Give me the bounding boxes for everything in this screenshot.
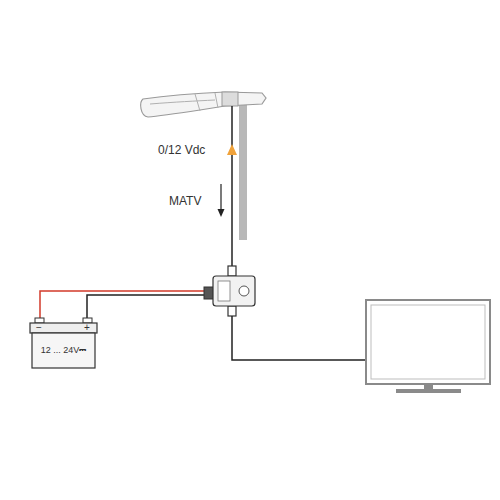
tv-frame bbox=[366, 300, 490, 384]
injector-label bbox=[218, 281, 230, 301]
battery-lid bbox=[30, 323, 97, 333]
signal-label: MATV bbox=[169, 195, 201, 207]
battery-body bbox=[32, 333, 95, 368]
battery-voltage: 12 ... 24V⎓ bbox=[41, 345, 87, 356]
power-injector bbox=[213, 276, 255, 306]
terminal-sign: + bbox=[84, 323, 90, 333]
dc-arrow bbox=[227, 144, 237, 155]
antenna-detail bbox=[150, 93, 218, 111]
antenna-clamp bbox=[222, 92, 238, 106]
mast bbox=[239, 92, 247, 240]
battery-box: 12 ... 24V⎓ bbox=[32, 333, 95, 368]
injector-port bbox=[228, 306, 236, 316]
tv-cable bbox=[232, 316, 366, 360]
black-wire bbox=[87, 295, 206, 322]
antenna bbox=[141, 92, 266, 117]
matv-arrowhead bbox=[218, 209, 225, 217]
red-wire bbox=[40, 291, 206, 322]
tv-screen bbox=[371, 305, 485, 379]
injector-port bbox=[228, 266, 236, 276]
matv-arrow bbox=[220, 184, 221, 212]
coax-cable bbox=[231, 106, 233, 270]
terminal-sign: − bbox=[36, 323, 42, 333]
tv-stand bbox=[396, 389, 461, 393]
voltage-label: 0/12 Vdc bbox=[158, 144, 205, 156]
injector-screw bbox=[239, 286, 249, 296]
